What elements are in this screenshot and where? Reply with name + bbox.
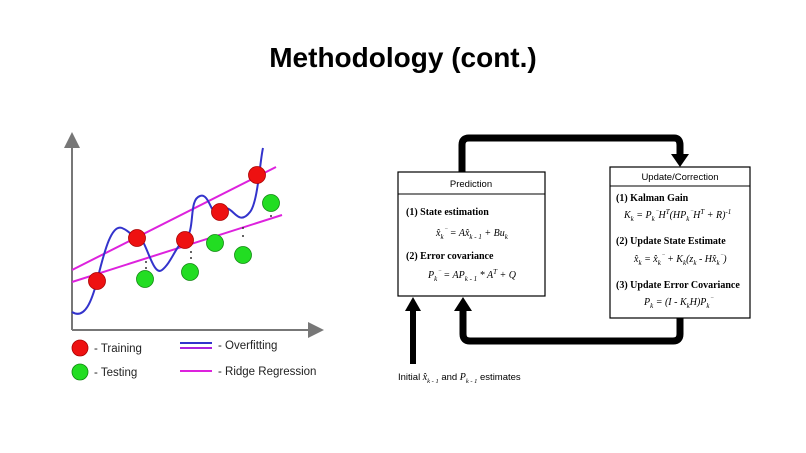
legend-ridge-label: - Ridge Regression: [218, 366, 316, 378]
state-estimation-heading: (1) State estimation: [406, 207, 489, 218]
initial-estimates-label: Initial x̂k - 1 and Pk - 1 estimates: [398, 372, 521, 385]
legend-training-label: - Training: [94, 343, 142, 355]
initial-suffix: estimates: [480, 372, 521, 383]
overfitting-curve: [71, 147, 264, 315]
update-state-equation: x̂k = x̂k⁻ + Kk(zk - Hx̂k⁻): [633, 252, 727, 267]
page-title: Methodology (cont.): [269, 42, 537, 73]
initial-arrowhead: [405, 297, 421, 311]
bottom-feedback-arrow: [459, 310, 684, 345]
initial-prefix: Initial: [398, 372, 420, 383]
bottom-arrowhead: [454, 297, 472, 311]
training-point: [248, 166, 266, 184]
kalman-gain-heading: (1) Kalman Gain: [616, 193, 689, 204]
testing-point: [136, 270, 154, 288]
top-arrowhead: [671, 154, 689, 167]
update-state-heading: (2) Update State Estimate: [616, 236, 726, 247]
state-estimation-equation: x̂k⁻ = Ax̂k - 1 + Buk: [435, 226, 509, 241]
prediction-title: Prediction: [450, 179, 492, 190]
update-covariance-heading: (3) Update Error Covariance: [616, 280, 740, 291]
initial-and: and: [441, 372, 457, 383]
legend-testing-marker: [71, 363, 89, 381]
legend-testing-label: - Testing: [94, 367, 137, 379]
kalman-diagram: Prediction (1) State estimation x̂k⁻ = A…: [397, 134, 751, 385]
residual-dots: [145, 215, 272, 269]
update-title: Update/Correction: [641, 172, 718, 183]
ridge-line-1: [71, 166, 277, 271]
testing-point: [181, 263, 199, 281]
testing-point: [234, 246, 252, 264]
training-point: [128, 229, 146, 247]
update-covariance-equation: Pk = (I - KkH)Pk⁻: [643, 295, 715, 310]
training-point: [176, 231, 194, 249]
kalman-gain-equation: Kk = Pk⁻HT(HPk⁻HT + R)-1: [623, 208, 731, 223]
update-box: [609, 166, 751, 319]
top-feedback-arrow: [458, 134, 684, 172]
testing-point: [262, 194, 280, 212]
error-covariance-heading: (2) Error covariance: [406, 251, 494, 262]
legend-training-marker: [71, 339, 89, 357]
plot-legend: - Training - Testing - Overfitting - Rid…: [71, 339, 316, 381]
prediction-box: [397, 171, 546, 297]
training-point: [211, 203, 229, 221]
regression-plot: [64, 132, 324, 338]
legend-overfitting-label: - Overfitting: [218, 340, 277, 352]
testing-point: [206, 234, 224, 252]
training-point: [88, 272, 106, 290]
